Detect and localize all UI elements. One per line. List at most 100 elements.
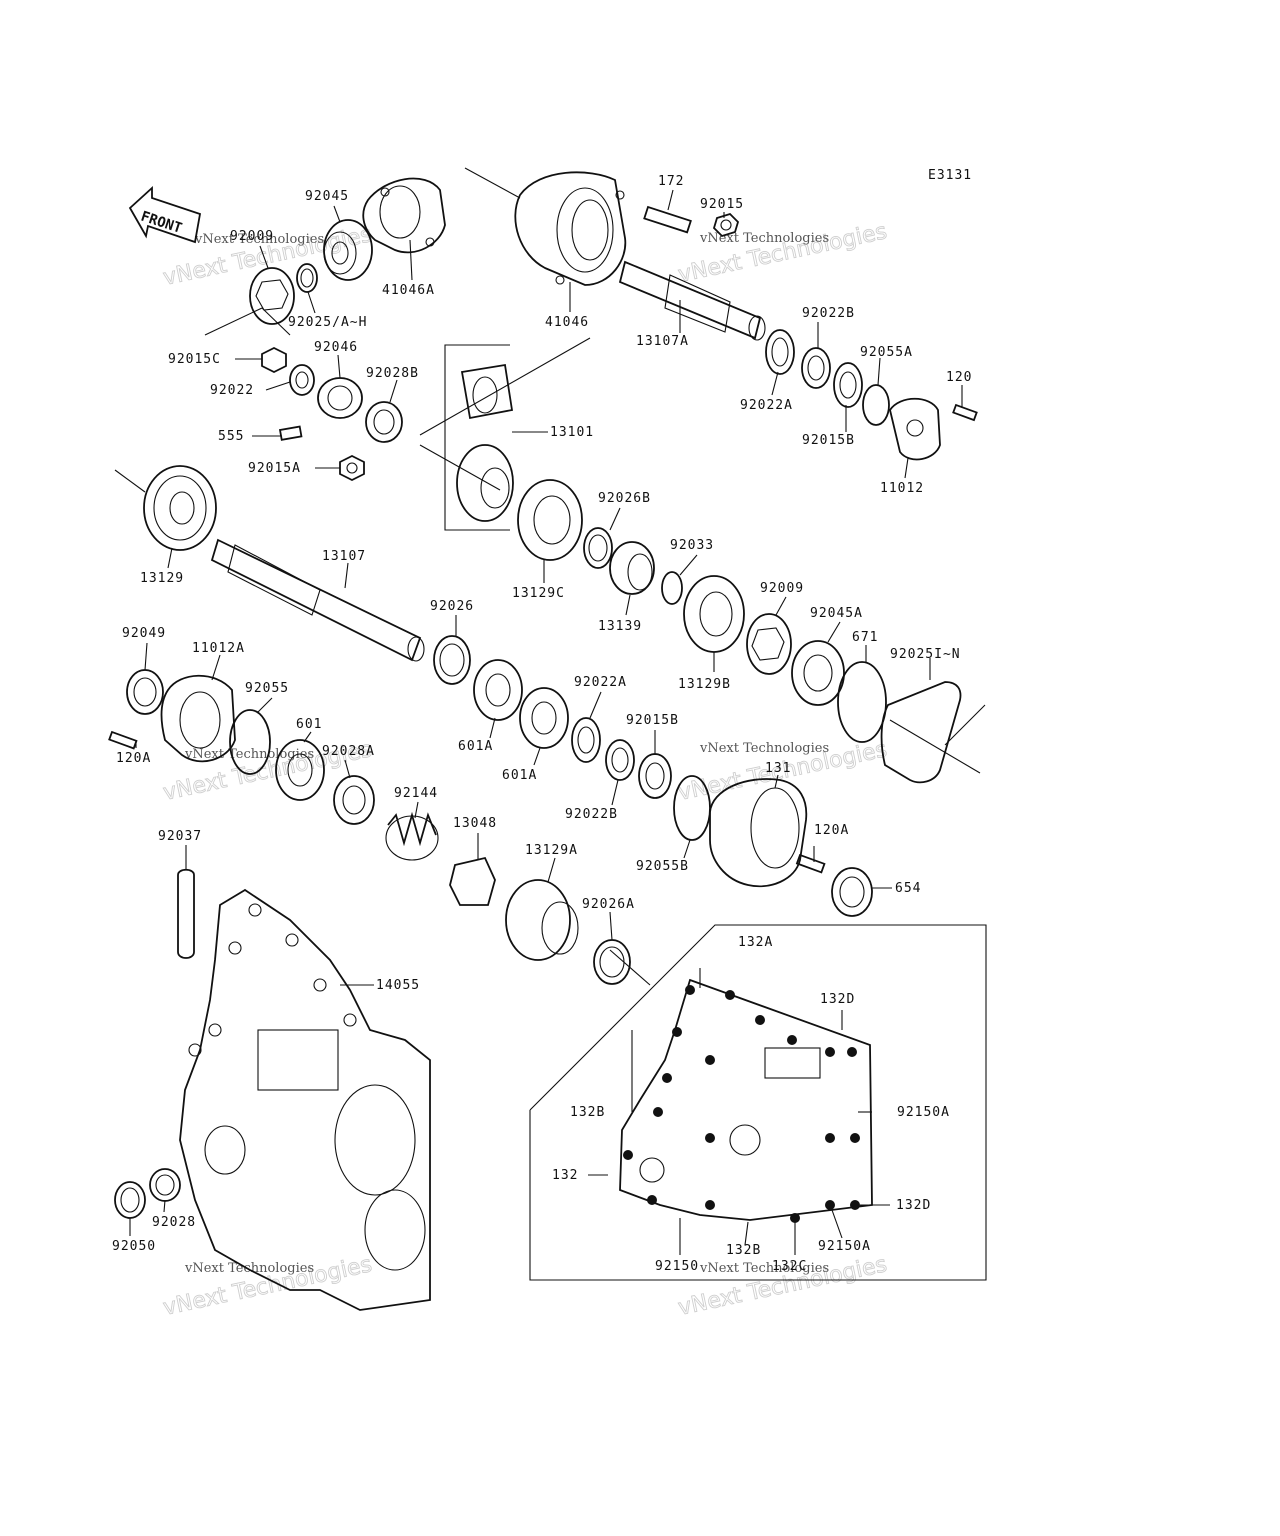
part-92022B-washer bbox=[605, 739, 635, 781]
part-label: 92055 bbox=[245, 681, 289, 696]
part-label: 92050 bbox=[112, 1239, 156, 1254]
part-label: 92045 bbox=[305, 189, 349, 204]
part-555-pin bbox=[278, 425, 303, 441]
part-671-oring bbox=[837, 661, 887, 743]
part-label: 13129 bbox=[140, 571, 184, 586]
part-label: 92045A bbox=[810, 606, 863, 621]
part-92025-gasket-plate bbox=[880, 681, 962, 784]
part-label: 92022 bbox=[210, 383, 254, 398]
part-92022B-washer bbox=[801, 347, 831, 389]
part-92022A-washer bbox=[765, 329, 795, 375]
part-label: 92150A bbox=[897, 1105, 950, 1120]
part-label: 92022A bbox=[740, 398, 793, 413]
part-label: 92022B bbox=[802, 306, 855, 321]
part-label: 132C bbox=[772, 1259, 807, 1274]
part-label: 132A bbox=[738, 935, 773, 950]
part-92015B-nut bbox=[833, 362, 863, 408]
diagram-code: E3131 bbox=[928, 168, 972, 183]
part-label: 92025/A~H bbox=[288, 315, 367, 330]
part-601A-bearing bbox=[473, 659, 523, 721]
part-label: 92025I~N bbox=[890, 647, 961, 662]
part-label: 132 bbox=[552, 1168, 578, 1183]
part-654-seal bbox=[831, 867, 873, 917]
part-41046A-housing bbox=[362, 177, 446, 254]
part-label: 13139 bbox=[598, 619, 642, 634]
part-label: 92015 bbox=[700, 197, 744, 212]
part-label: 172 bbox=[658, 174, 684, 189]
part-label: 555 bbox=[218, 429, 244, 444]
part-label: 601 bbox=[296, 717, 322, 732]
part-92026A-washer bbox=[593, 939, 631, 985]
part-13129-gear bbox=[143, 465, 217, 551]
part-label: 92015C bbox=[168, 352, 221, 367]
part-120-bolt bbox=[952, 403, 978, 422]
part-label: 92144 bbox=[394, 786, 438, 801]
part-label: 92150 bbox=[655, 1259, 699, 1274]
part-label: 132D bbox=[820, 992, 855, 1007]
part-label: 13048 bbox=[453, 816, 497, 831]
part-label: 654 bbox=[895, 881, 921, 896]
part-13048-dog bbox=[449, 856, 496, 906]
part-14055-case bbox=[179, 888, 431, 1311]
part-92026B-washer bbox=[583, 527, 613, 569]
part-label: 92028 bbox=[152, 1215, 196, 1230]
watermark-text: vNext Technologies bbox=[699, 741, 829, 756]
part-92022-washer bbox=[289, 364, 315, 396]
part-13129C-gear bbox=[517, 479, 583, 561]
part-label: 13129A bbox=[525, 843, 578, 858]
part-labels: 92045 92009 41046A 92025/A~H 41046 172 9… bbox=[112, 174, 971, 1274]
part-label: 13107A bbox=[636, 334, 689, 349]
part-11012A-holder bbox=[160, 674, 236, 763]
part-label: 92055B bbox=[636, 859, 689, 874]
part-92028A-bushing bbox=[333, 775, 375, 825]
front-arrow-icon: FRONT bbox=[128, 185, 202, 244]
part-92026-washer bbox=[433, 635, 471, 685]
part-label: 92015B bbox=[626, 713, 679, 728]
part-92046-bearing bbox=[317, 377, 363, 419]
part-label: 14055 bbox=[376, 978, 420, 993]
part-92045A-bearing bbox=[791, 640, 845, 706]
part-label: 92028B bbox=[366, 366, 419, 381]
part-label: 601A bbox=[458, 739, 493, 754]
watermark: vNext Technologies bbox=[676, 219, 889, 288]
part-label: 41046A bbox=[382, 283, 435, 298]
part-label: 92028A bbox=[322, 744, 375, 759]
watermark-text: vNext Technologies bbox=[699, 231, 829, 246]
part-41046-housing bbox=[514, 171, 627, 286]
part-label: 11012A bbox=[192, 641, 245, 656]
part-label: 92037 bbox=[158, 829, 202, 844]
part-label: 132D bbox=[896, 1198, 931, 1213]
part-label: 13129B bbox=[678, 677, 731, 692]
part-label: 41046 bbox=[545, 315, 589, 330]
part-label: 13129C bbox=[512, 586, 565, 601]
part-label: 13101 bbox=[550, 425, 594, 440]
part-label: 92026A bbox=[582, 897, 635, 912]
part-601-bearing bbox=[275, 739, 325, 801]
part-label: 120A bbox=[814, 823, 849, 838]
part-label: 13107 bbox=[322, 549, 366, 564]
part-120A-bolt bbox=[795, 853, 826, 874]
watermark-text: vNext Technologies bbox=[699, 1261, 829, 1276]
part-13129B-gear bbox=[683, 575, 745, 653]
part-label: 92046 bbox=[314, 340, 358, 355]
part-92015B-nut bbox=[638, 753, 672, 799]
part-label: 92009 bbox=[230, 229, 274, 244]
part-label: 92022B bbox=[565, 807, 618, 822]
part-label: 92150A bbox=[818, 1239, 871, 1254]
part-label: 92015A bbox=[248, 461, 301, 476]
part-label: 92009 bbox=[760, 581, 804, 596]
part-92037-strap bbox=[177, 868, 195, 959]
part-92015C-nut bbox=[261, 346, 287, 374]
part-92025-shim bbox=[296, 263, 318, 293]
part-92015-nut bbox=[712, 212, 740, 238]
watermark-text: vNext Technologies bbox=[194, 232, 324, 247]
part-92050-seal bbox=[114, 1181, 146, 1219]
part-92028-bushing bbox=[149, 1168, 181, 1202]
part-label: 92049 bbox=[122, 626, 166, 641]
part-13101-bevel-gears bbox=[444, 344, 514, 531]
part-13129A-gear bbox=[505, 879, 579, 961]
part-92015A-nut bbox=[339, 454, 365, 482]
part-601A-bearing bbox=[519, 687, 569, 749]
part-92033-circlip bbox=[661, 571, 683, 605]
